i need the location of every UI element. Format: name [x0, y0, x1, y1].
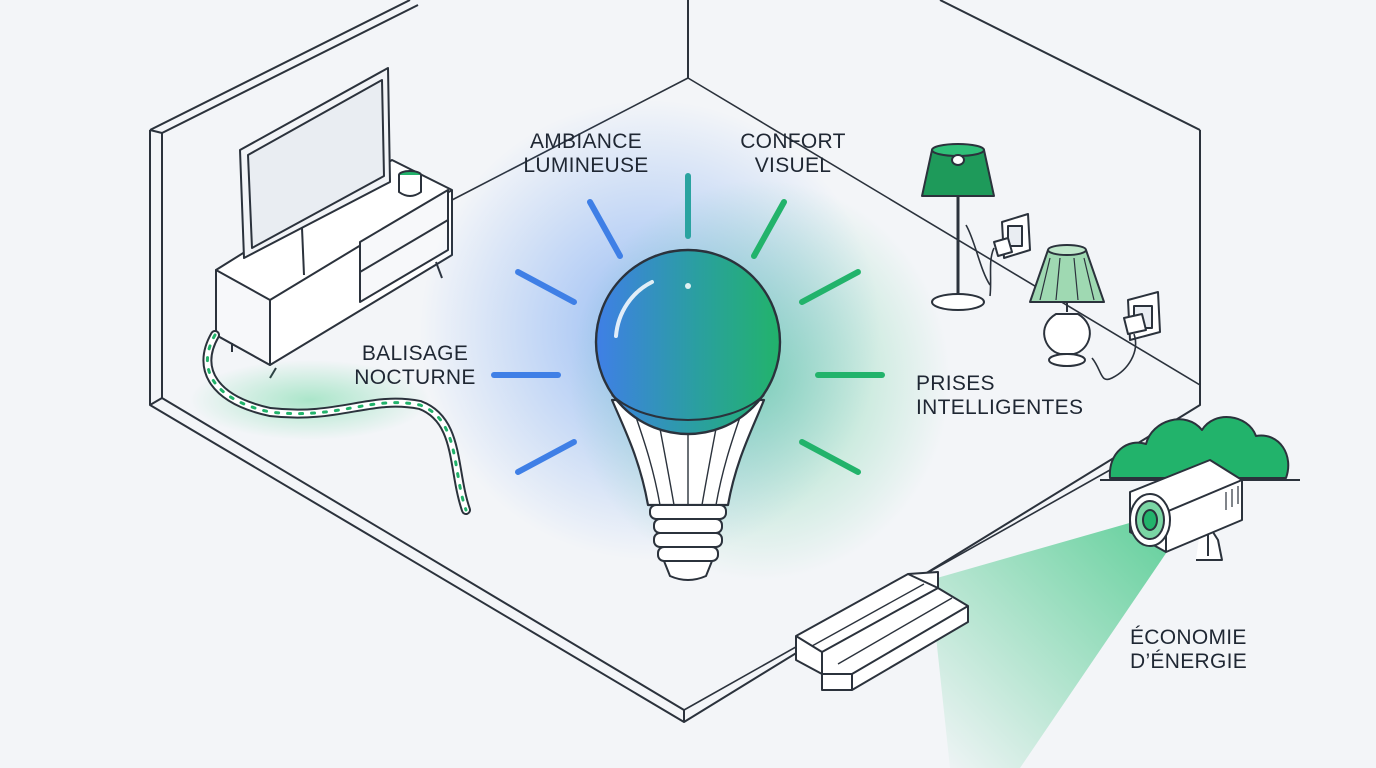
floor-lamp-icon	[921, 143, 995, 311]
light-bulb-icon	[420, 100, 950, 581]
label-prises-intelligentes: PRISES INTELLIGENTES	[916, 372, 1084, 419]
table-lamp-icon	[1029, 244, 1105, 367]
projector-icon	[930, 459, 1243, 768]
label-balisage-nocturne: BALISAGE NOCTURNE	[354, 342, 476, 389]
label-economie-energie: ÉCONOMIE D’ÉNERGIE	[1130, 626, 1248, 673]
tv-icon	[215, 67, 453, 379]
room-outline	[149, 0, 1201, 723]
label-confort-visuel: CONFORT VISUEL	[740, 130, 846, 177]
label-ambiance-lumineuse: AMBIANCE LUMINEUSE	[523, 130, 649, 177]
stairs-icon	[795, 571, 969, 691]
smart-plug-icon	[989, 213, 1161, 381]
